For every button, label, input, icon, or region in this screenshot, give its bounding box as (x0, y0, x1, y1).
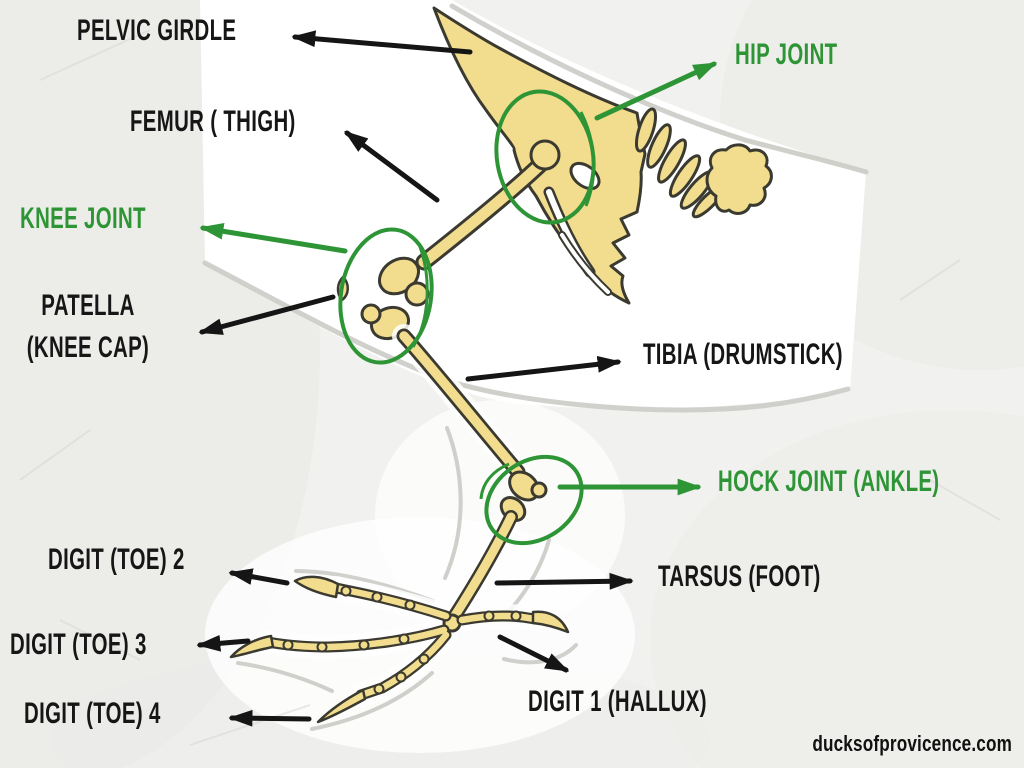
arrow-femur (344, 130, 440, 203)
back-outline (449, 3, 869, 175)
toe2-claw (293, 575, 340, 599)
toe4-claw (316, 688, 367, 724)
label-digit-1: DIGIT 1 (HALLUX) (528, 685, 707, 718)
arrow-digit-toe-4 (228, 709, 312, 727)
label-patella-line2: (KNEE CAP) (26, 331, 150, 364)
label-tibia: TIBIA (DRUMSTICK) (643, 338, 843, 371)
belly-outline (202, 260, 851, 413)
hock-joint-circle (484, 454, 584, 546)
duck-body-sketch (202, 3, 869, 731)
toe3-claw (229, 634, 275, 659)
label-arrows (196, 30, 718, 727)
label-hip-joint: HIP JOINT (735, 38, 838, 71)
label-digit-toe-2: DIGIT (TOE) 2 (48, 543, 185, 576)
label-patella: PATELLA (KNEE CAP) (3, 285, 173, 369)
label-digit-toe-3: DIGIT (TOE) 3 (10, 628, 147, 661)
watermark: ducksofprovicence.com (812, 731, 1012, 756)
femur-bone (378, 139, 561, 307)
arrow-digit-1 (497, 634, 570, 673)
toe-bones (229, 575, 570, 724)
duck-leg-skeleton (229, 6, 773, 724)
label-hock-joint: HOCK JOINT (ANKLE) (718, 465, 940, 498)
arrow-hip-joint (594, 61, 718, 121)
arrow-pelvic-girdle (291, 30, 473, 55)
arrow-tarsus (494, 572, 634, 590)
tail-vertebrae (634, 107, 773, 219)
label-patella-line1: PATELLA (41, 289, 135, 322)
pygostyle-bone (705, 143, 773, 215)
arrow-knee-joint (199, 222, 348, 254)
joint-circles (338, 89, 596, 546)
label-tarsus: TARSUS (FOOT) (658, 560, 821, 593)
arrow-digit-toe-2 (228, 568, 290, 586)
label-pelvic-girdle: PELVIC GIRDLE (77, 14, 237, 47)
label-femur: FEMUR ( THIGH) (130, 105, 296, 138)
arrow-patella (198, 294, 336, 335)
label-digit-toe-4: DIGIT (TOE) 4 (24, 697, 161, 730)
hallux-claw (531, 610, 570, 634)
knee-joint-circle (338, 227, 434, 365)
arrow-tibia (465, 355, 622, 382)
paper-crease-lines (19, 29, 1001, 746)
arrow-digit-toe-3 (196, 634, 251, 652)
label-knee-joint: KNEE JOINT (20, 202, 146, 235)
